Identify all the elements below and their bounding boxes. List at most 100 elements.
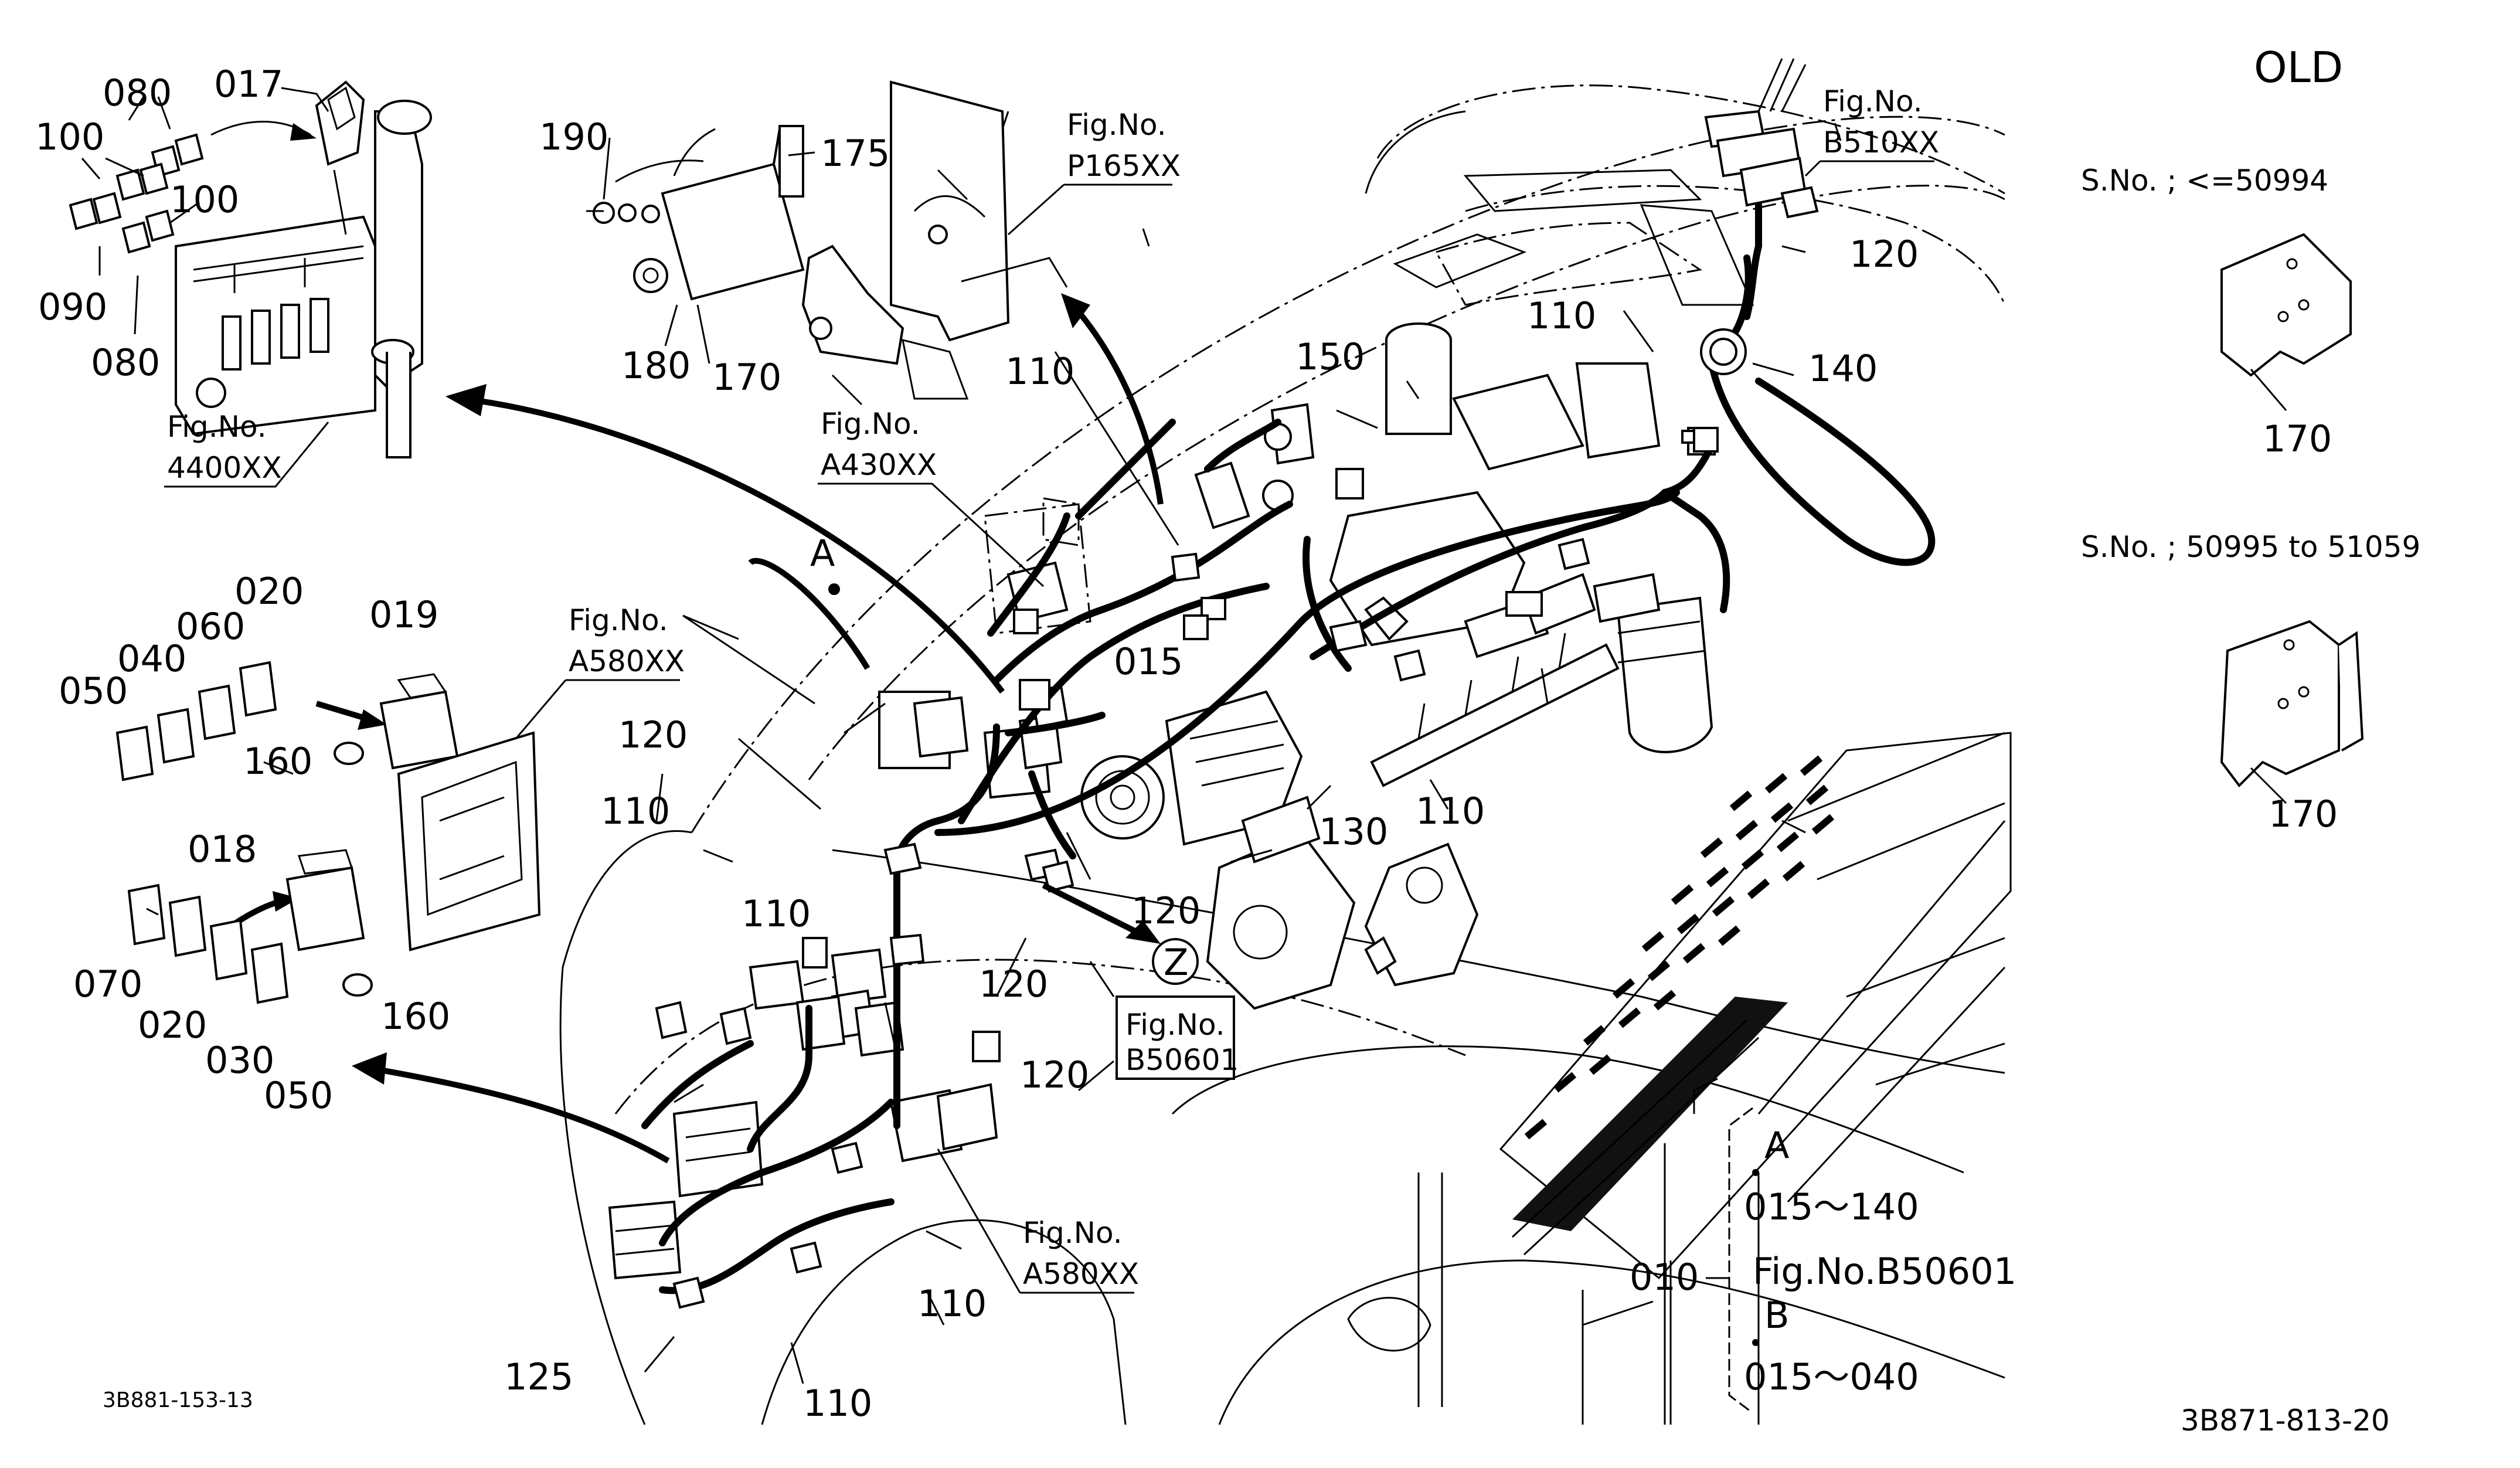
callout-120-left[interactable]: 120 — [618, 713, 688, 756]
callout-017[interactable]: 017 — [214, 63, 283, 106]
callout-160-top[interactable]: 160 — [243, 740, 312, 783]
legend-fig-ref: Fig.No.B50601 — [1753, 1250, 2016, 1293]
fig-ref-a580-top-prefix: Fig.No. — [569, 603, 668, 637]
legend-010: 010 A 015～140 Fig.No.B50601 B 015～040 — [1630, 1107, 2016, 1414]
view-mark-a: A — [810, 532, 835, 575]
callout-110-front[interactable]: 110 — [917, 1282, 987, 1325]
revision-label: OLD — [2254, 43, 2343, 92]
callout-018[interactable]: 018 — [188, 828, 257, 871]
callout-020-bottom[interactable]: 020 — [138, 1004, 207, 1046]
view-mark-z-circle — [1152, 938, 1199, 985]
callout-050-bottom[interactable]: 050 — [264, 1074, 333, 1117]
fig-ref-p165-prefix: Fig.No. — [1067, 108, 1167, 142]
variant-2-part[interactable]: 170 — [2269, 793, 2338, 835]
harness-connectors — [802, 328, 1747, 1062]
view-mark-a-dot — [828, 583, 840, 595]
callout-170[interactable]: 170 — [712, 356, 781, 399]
legend-range-a: 015～140 — [1744, 1185, 1919, 1228]
legend-part-number[interactable]: 010 — [1630, 1256, 1699, 1299]
leader-lines — [81, 87, 2287, 1384]
fig-ref-a580-top: Fig.No. A580XX — [515, 603, 685, 739]
callout-120-front[interactable]: 120 — [1020, 1054, 1089, 1096]
callout-190[interactable]: 190 — [539, 115, 608, 158]
fig-ref-p165-number[interactable]: P165XX — [1067, 149, 1181, 183]
callout-100-left[interactable]: 100 — [35, 115, 104, 158]
callout-110-bottom[interactable]: 110 — [803, 1382, 872, 1425]
center-relay-box — [878, 497, 1091, 799]
view-mark-z: Z — [1164, 941, 1188, 984]
callout-100-right[interactable]: 100 — [170, 178, 239, 221]
callout-080-top[interactable]: 080 — [103, 72, 172, 114]
legend-range-b: 015～040 — [1744, 1355, 1919, 1398]
fig-ref-b50601: Fig.No. B50601 Z — [1116, 938, 1239, 1080]
callout-110-mid[interactable]: 110 — [742, 892, 811, 935]
legend-line-a: A — [1764, 1124, 1789, 1167]
callout-019[interactable]: 019 — [369, 593, 438, 636]
callout-090[interactable]: 090 — [38, 286, 107, 328]
footer: 3B881-153-13 3B871-813-20 — [103, 1388, 2390, 1438]
callout-150[interactable]: 150 — [1295, 335, 1365, 378]
relay-inset-upper — [115, 661, 541, 952]
callout-015[interactable]: 015 — [1114, 640, 1183, 683]
callout-120-top-right[interactable]: 120 — [1849, 233, 1919, 276]
fig-ref-b510-prefix: Fig.No. — [1823, 84, 1923, 118]
fig-ref-b50601-number[interactable]: B50601 — [1125, 1043, 1239, 1077]
variant-panel: OLD S.No. ; <=50994 170 S.No. ; 50995 to… — [2081, 43, 2420, 835]
callout-130[interactable]: 130 — [1319, 810, 1388, 853]
fig-ref-a580-bottom: Fig.No. A580XX — [937, 1148, 1139, 1294]
fig-ref-a430: Fig.No. A430XX — [818, 407, 1045, 587]
variant-2-serial: S.No. ; 50995 to 51059 — [2081, 530, 2420, 564]
footer-left-code: 3B881-153-13 — [103, 1388, 253, 1412]
variant-bracket-1 — [2220, 233, 2352, 377]
fig-ref-p165: Fig.No. P165XX — [1007, 108, 1181, 236]
tractor-body-outline — [559, 84, 2006, 1425]
callout-050-top[interactable]: 050 — [59, 670, 128, 712]
fuse-box-inset — [69, 80, 432, 458]
fig-ref-4400: Fig.No. 4400XX — [164, 410, 329, 488]
variant-1-serial: S.No. ; <=50994 — [2081, 164, 2328, 198]
relay-inset-lower — [127, 849, 373, 1004]
callout-110-top[interactable]: 110 — [1005, 350, 1074, 393]
fig-ref-a580-top-number[interactable]: A580XX — [569, 644, 685, 678]
part-callouts: 017 080 100 100 090 080 190 175 180 170 … — [35, 63, 1919, 1425]
fig-ref-a430-number[interactable]: A430XX — [821, 448, 937, 482]
wiring-harness-010 — [641, 254, 1936, 1294]
footer-right-code: 3B871-813-20 — [2181, 1404, 2390, 1438]
view-mark-a-group: A — [810, 532, 840, 595]
variant-bracket-2 — [2220, 620, 2364, 788]
callout-030[interactable]: 030 — [205, 1039, 274, 1082]
callout-120-lower[interactable]: 120 — [979, 963, 1048, 1005]
callout-180[interactable]: 180 — [621, 344, 691, 387]
callout-175[interactable]: 175 — [821, 132, 890, 175]
legend-line-b: B — [1764, 1294, 1790, 1337]
callout-110-rail[interactable]: 110 — [1416, 790, 1485, 832]
engine-components — [1080, 169, 1754, 1010]
bracket-170-inset — [586, 125, 805, 301]
fig-ref-a580-bottom-prefix: Fig.No. — [1023, 1216, 1123, 1250]
callout-120-center[interactable]: 120 — [1131, 889, 1201, 932]
fig-ref-a580-bottom-number[interactable]: A580XX — [1023, 1257, 1139, 1291]
callout-070[interactable]: 070 — [73, 963, 142, 1005]
callout-110-engine[interactable]: 110 — [1527, 294, 1596, 337]
callout-125[interactable]: 125 — [504, 1355, 573, 1398]
callout-140[interactable]: 140 — [1808, 347, 1878, 390]
fig-ref-b50601-prefix: Fig.No. — [1125, 1008, 1225, 1042]
callout-110-left[interactable]: 110 — [601, 790, 670, 832]
callout-020-top[interactable]: 020 — [234, 570, 304, 613]
cable-clamps — [655, 538, 1590, 1309]
fig-ref-4400-prefix: Fig.No. — [167, 410, 267, 444]
radiator-grille — [1499, 732, 2012, 1280]
top-right-connectors — [1704, 58, 1819, 320]
callout-160-bottom[interactable]: 160 — [381, 995, 450, 1038]
flow-arrows — [210, 121, 1164, 1164]
fig-ref-b510: Fig.No. B510XX — [1804, 84, 1939, 177]
fig-ref-b510-number[interactable]: B510XX — [1823, 125, 1939, 159]
callout-040[interactable]: 040 — [117, 637, 186, 680]
variant-1-part[interactable]: 170 — [2263, 417, 2332, 460]
callout-060[interactable]: 060 — [176, 605, 245, 648]
bracket-p165-inset — [801, 80, 1068, 400]
fig-ref-4400-number[interactable]: 4400XX — [167, 451, 282, 485]
fig-ref-a430-prefix: Fig.No. — [821, 407, 920, 441]
callout-080-bottom[interactable]: 080 — [91, 341, 160, 384]
